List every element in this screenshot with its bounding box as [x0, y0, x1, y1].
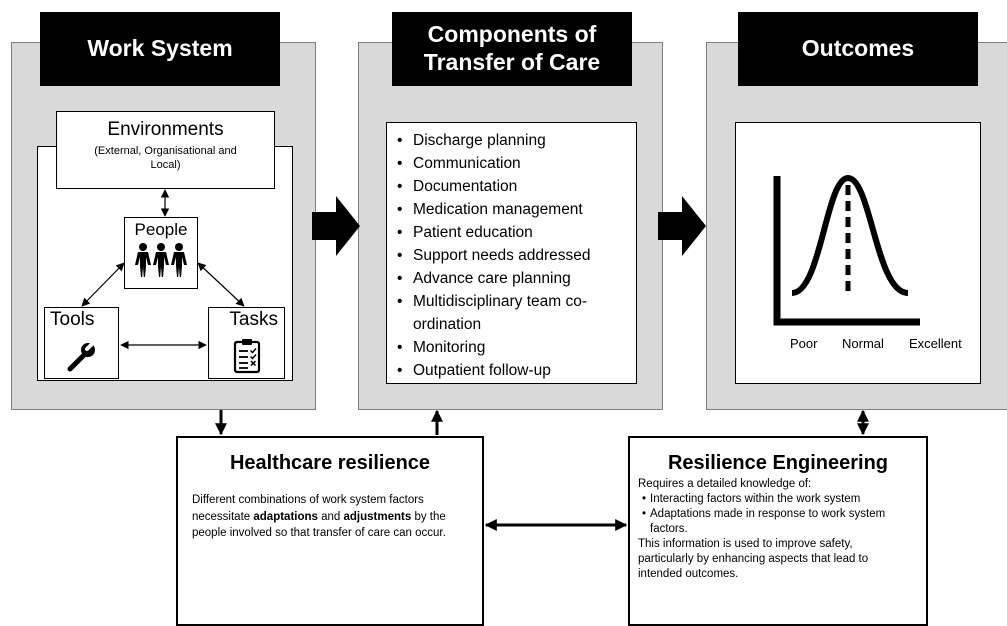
resilience-engineering-outro: This information is used to improve safe…	[638, 538, 869, 580]
tools-label: Tools	[50, 309, 95, 330]
adaptations-emphasis: adaptations	[253, 510, 318, 523]
work-system-title: Work System	[87, 35, 233, 62]
tasks-box: Tasks	[208, 307, 285, 379]
component-item: Multidisciplinary team co-ordination	[393, 290, 628, 336]
component-item: Discharge planning	[393, 129, 628, 152]
healthcare-resilience-title: Healthcare resilience	[229, 452, 431, 474]
outcome-label-excellent: Excellent	[909, 336, 962, 351]
component-item: Patient education	[393, 221, 628, 244]
tasks-label: Tasks	[229, 309, 278, 330]
components-list: Discharge planning Communication Documen…	[393, 129, 628, 382]
outcomes-graph-box: Poor Normal Excellent	[735, 122, 981, 384]
resilience-engineering-list: Interacting factors within the work syst…	[638, 492, 918, 537]
bell-curve-graphic	[773, 174, 920, 326]
resilience-item: Adaptations made in response to work sys…	[638, 507, 918, 537]
component-item: Documentation	[393, 175, 628, 198]
components-list-box: Discharge planning Communication Documen…	[386, 122, 637, 384]
resilience-item: Interacting factors within the work syst…	[638, 492, 918, 507]
outcome-label-poor: Poor	[790, 336, 818, 351]
adjustments-emphasis: adjustments	[343, 510, 412, 523]
component-item: Monitoring	[393, 336, 628, 359]
components-title: Components of Transfer of Care	[423, 21, 601, 75]
clipboard-checklist-icon	[233, 339, 261, 374]
component-item: Advance care planning	[393, 267, 628, 290]
people-label: People	[134, 220, 188, 239]
components-header: Components of Transfer of Care	[392, 12, 632, 86]
people-box: People	[124, 217, 198, 289]
arrow-right-icon	[658, 196, 706, 256]
outcomes-header: Outcomes	[738, 12, 978, 86]
component-item: Outpatient follow-up	[393, 359, 628, 382]
component-item: Medication management	[393, 198, 628, 221]
environments-box: Environments (External, Organisational a…	[56, 111, 275, 189]
people-icon	[135, 243, 187, 277]
outcome-label-normal: Normal	[842, 336, 884, 351]
wrench-icon	[67, 341, 95, 372]
resilience-engineering-box: Resilience Engineering Requires a detail…	[628, 436, 928, 626]
component-item: Support needs addressed	[393, 244, 628, 267]
arrow-right-icon	[312, 196, 360, 256]
environments-title: Environments	[107, 119, 224, 140]
resilience-engineering-intro: Requires a detailed knowledge of:	[638, 478, 812, 490]
tools-box: Tools	[44, 307, 119, 379]
environments-subtitle: (External, Organisational and Local)	[94, 145, 237, 172]
resilience-engineering-title: Resilience Engineering	[667, 452, 889, 474]
outcomes-title: Outcomes	[801, 35, 915, 62]
healthcare-resilience-text: Different combinations of work system fa…	[192, 494, 446, 539]
healthcare-resilience-box: Healthcare resilience Different combinat…	[176, 436, 484, 626]
work-system-header: Work System	[40, 12, 280, 86]
component-item: Communication	[393, 152, 628, 175]
